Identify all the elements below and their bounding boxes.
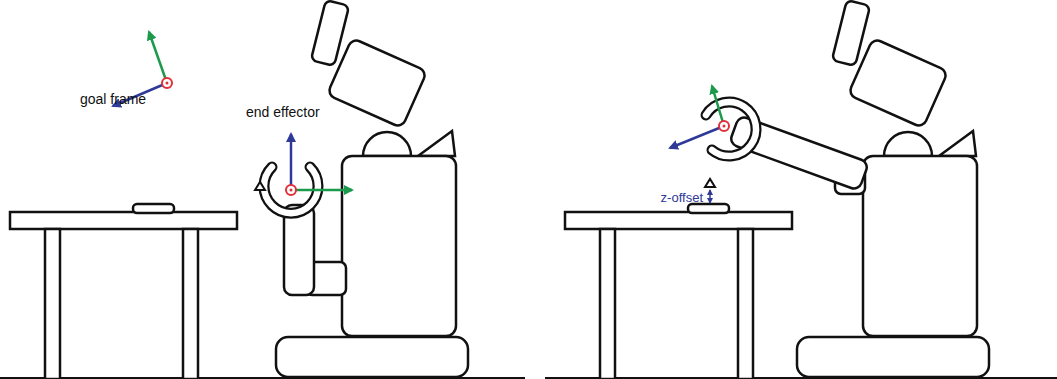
frame-label: end effector [246, 105, 320, 120]
frame-label: goal frame [80, 92, 146, 107]
dimension-label: z-offset [661, 191, 703, 205]
